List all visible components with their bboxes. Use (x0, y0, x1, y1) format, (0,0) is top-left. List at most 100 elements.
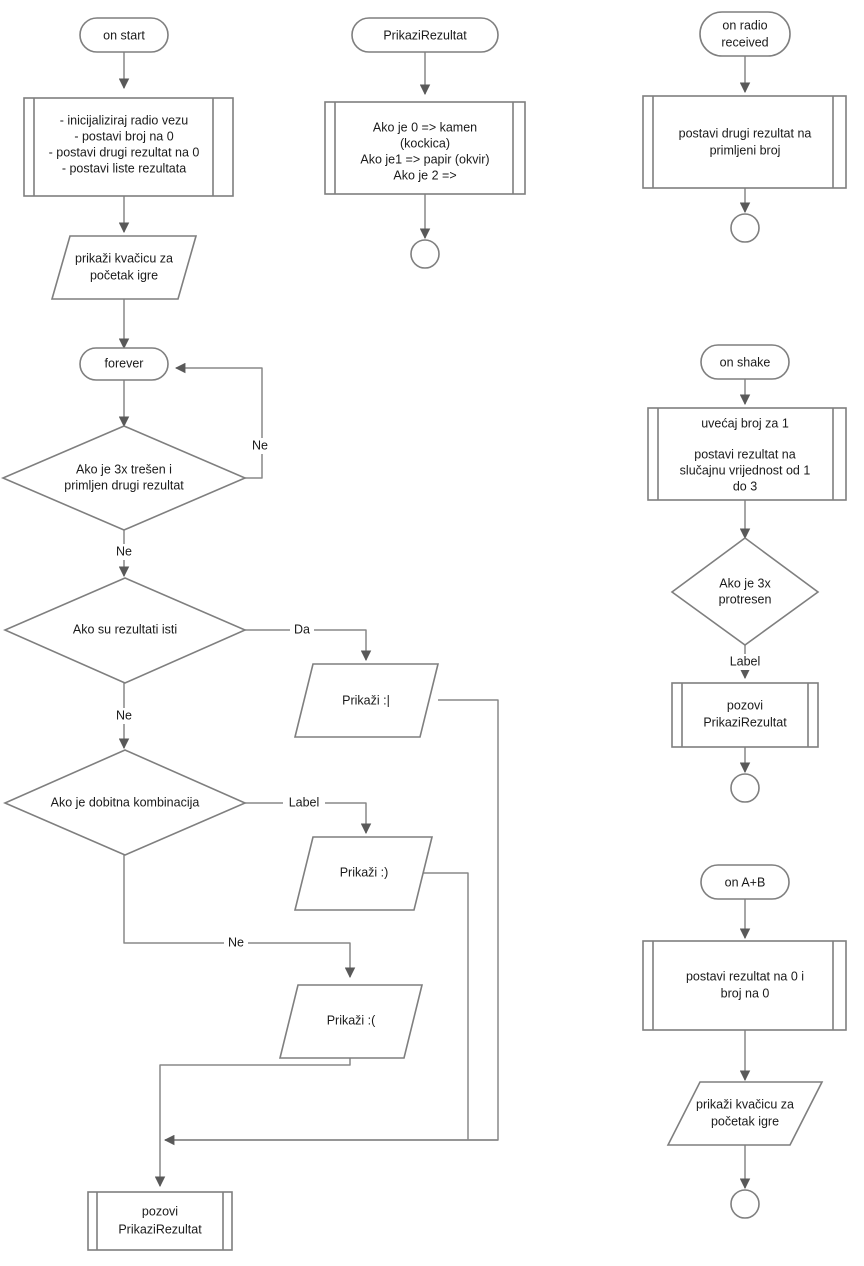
node-show-neutral[interactable]: Prikaži :| (293, 663, 440, 738)
call-prikazirezultat-shake-shape (671, 682, 819, 748)
edge-labels-column-1: Ne Ne Da Ne Label Ne (112, 438, 325, 951)
call-prikazirezultat-main-shape (87, 1191, 233, 1251)
call-prikazirezultat-main-line-1: pozovi (142, 1204, 178, 1218)
reset-block-line-2: broj na 0 (721, 986, 770, 1000)
show-check-2-line-1: prikaži kvačicu za (696, 1097, 794, 1111)
edge-happy-to-merge (413, 872, 469, 1140)
show-happy-label: Prikaži :) (340, 865, 389, 879)
show-check-1-shape (50, 235, 198, 300)
edge-decision2-da (245, 629, 372, 662)
decision-shaken-received-line-2: primljen drugi rezultat (64, 478, 184, 492)
shake-block-line-5: do 3 (733, 479, 757, 493)
node-call-prikazirezultat-shake[interactable]: pozovi PrikaziRezultat (671, 682, 819, 748)
node-show-check-1[interactable]: prikaži kvačicu za početak igre (50, 235, 198, 300)
on-shake-shape (700, 344, 790, 380)
decision-winning-combo-shape (3, 749, 247, 856)
shake-block-line-3: postavi rezultat na (694, 447, 795, 461)
decision-same-results-label: Ako su rezultati isti (73, 622, 177, 636)
show-check-2-shape (666, 1081, 824, 1146)
on-start-label: on start (103, 28, 145, 42)
label-bg-decision2-da (290, 622, 314, 638)
edge-labels-column-3: Label (722, 654, 768, 670)
decision-winning-combo-label: Ako je dobitna kombinacija (51, 795, 200, 809)
node-show-check-2[interactable]: prikaži kvačicu za početak igre (666, 1081, 824, 1146)
node-on-radio-received[interactable]: on radio received (699, 11, 791, 57)
node-prikazirezultat-body[interactable]: Ako je 0 => kamen (kockica) Ako je1 => p… (324, 101, 526, 195)
shake-block-line-4: slučajnu vrijednost od 1 (680, 463, 811, 477)
prikazirezultat-body-line-1: Ako je 0 => kamen (373, 120, 477, 134)
call-prikazirezultat-main-line-2: PrikaziRezultat (118, 1222, 202, 1236)
reset-block-shape (642, 940, 847, 1031)
prikazirezultat-body-line-3: Ako je1 => papir (okvir) (360, 152, 489, 166)
edge-label-loopback-ne: Ne (252, 438, 268, 452)
decision-shaken-3x-shape (670, 537, 820, 646)
node-on-start[interactable]: on start (79, 17, 169, 53)
show-sad-shape (278, 984, 424, 1059)
on-radio-received-shape (699, 11, 791, 57)
shake-block-line-1: uvećaj broj za 1 (701, 416, 789, 430)
init-block-line-4: - postavi liste rezultata (62, 161, 186, 175)
prikazirezultat-body-line-2: (kockica) (400, 136, 450, 150)
ab-end-circle (730, 1189, 760, 1219)
node-decision-same-results[interactable]: Ako su rezultati isti (3, 577, 247, 684)
prikazirezultat-header-label: PrikaziRezultat (383, 28, 467, 42)
node-radio-end[interactable] (730, 213, 760, 243)
edge-label-decision2-ne: Ne (116, 708, 132, 722)
forever-shape (79, 347, 169, 381)
show-happy-shape (293, 836, 434, 911)
node-decision-shaken-3x[interactable]: Ako je 3x protresen (670, 537, 820, 646)
show-check-1-line-2: početak igre (90, 268, 158, 282)
edge-decision1-ne-loopback (174, 362, 263, 479)
label-bg-decision2-ne (112, 708, 136, 724)
on-radio-received-line-2: received (721, 35, 768, 49)
set-second-result-line-2: primljeni broj (710, 143, 781, 157)
node-decision-shaken-received[interactable]: Ako je 3x trešen i primljen drugi rezult… (0, 425, 248, 531)
edge-sad-to-merge (159, 1046, 351, 1140)
node-set-second-result[interactable]: postavi drugi rezultat na primljeni broj (642, 95, 847, 189)
label-bg-shake3x (722, 654, 768, 670)
decision-shaken-3x-line-2: protresen (719, 592, 772, 606)
show-sad-label: Prikaži :( (327, 1013, 376, 1027)
decision-same-results-shape (3, 577, 247, 684)
decision-shaken-3x-line-1: Ako je 3x (719, 576, 771, 590)
shake-end-circle (730, 773, 760, 803)
on-ab-label: on A+B (725, 875, 766, 889)
decision-shaken-received-shape (0, 425, 248, 531)
show-neutral-label: Prikaži :| (342, 693, 390, 707)
label-bg-decision1-ne (112, 544, 136, 560)
edge-label-decision3-ne: Ne (228, 935, 244, 949)
on-start-shape (79, 17, 169, 53)
node-show-happy[interactable]: Prikaži :) (293, 836, 434, 911)
node-ab-end[interactable] (730, 1189, 760, 1219)
edge-label-decision1-ne: Ne (116, 544, 132, 558)
label-bg-decision3-ne (224, 935, 248, 951)
show-check-2-line-2: početak igre (711, 1114, 779, 1128)
init-block-line-2: - postavi broj na 0 (74, 129, 173, 143)
connectors-column-1 (118, 52, 499, 1188)
node-show-sad[interactable]: Prikaži :( (278, 984, 424, 1059)
label-bg-decision3-label (283, 795, 325, 811)
init-block-shape (23, 97, 234, 197)
shake-block-shape (647, 407, 847, 501)
edge-label-shaken-3x: Label (730, 654, 761, 668)
node-reset-block[interactable]: postavi rezultat na 0 i broj na 0 (642, 940, 847, 1031)
set-second-result-line-1: postavi drugi rezultat na (679, 126, 812, 140)
init-block-line-3: - postavi drugi rezultat na 0 (49, 145, 200, 159)
call-prikazirezultat-shake-line-1: pozovi (727, 698, 763, 712)
node-on-shake[interactable]: on shake (700, 344, 790, 380)
node-call-prikazirezultat-main[interactable]: pozovi PrikaziRezultat (87, 1191, 233, 1251)
node-shake-end[interactable] (730, 773, 760, 803)
on-shake-label: on shake (720, 355, 771, 369)
node-prikazirezultat-end[interactable] (410, 239, 440, 269)
node-forever[interactable]: forever (79, 347, 169, 381)
reset-block-line-1: postavi rezultat na 0 i (686, 969, 804, 983)
node-on-ab[interactable]: on A+B (700, 864, 790, 900)
node-init-block[interactable]: - inicijaliziraj radio vezu - postavi br… (23, 97, 234, 197)
prikazirezultat-body-shape (324, 101, 526, 195)
decision-shaken-received-line-1: Ako je 3x trešen i (76, 462, 172, 476)
node-decision-winning-combo[interactable]: Ako je dobitna kombinacija (3, 749, 247, 856)
node-shake-block[interactable]: uvećaj broj za 1 postavi rezultat na slu… (647, 407, 847, 501)
node-prikazirezultat-header[interactable]: PrikaziRezultat (351, 17, 499, 53)
